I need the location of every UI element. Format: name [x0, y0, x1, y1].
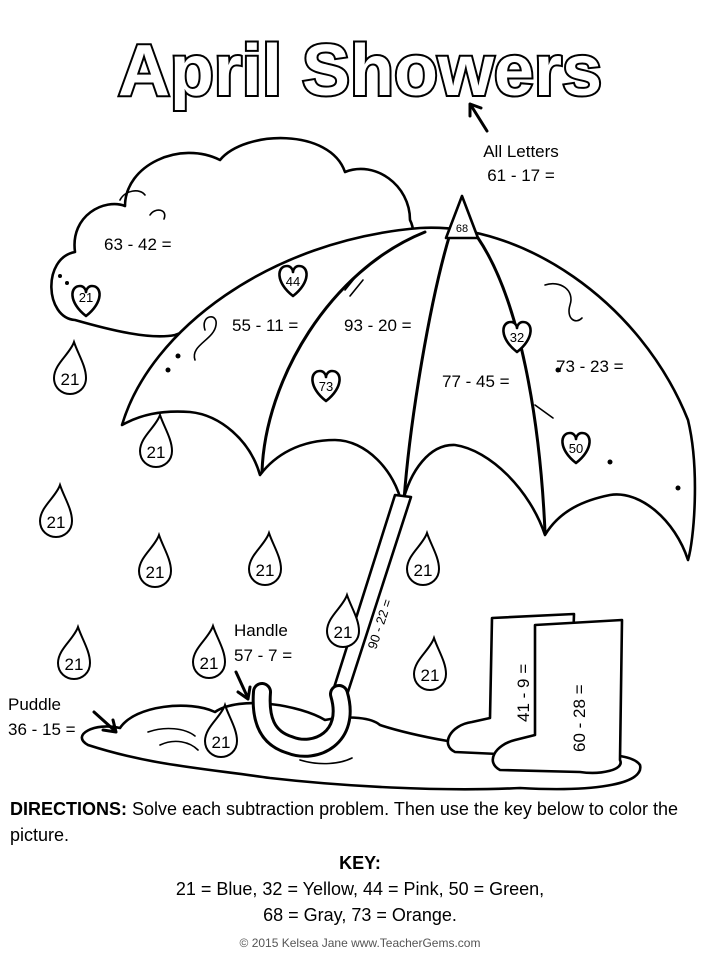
panel-right-problem: 77 - 45 =	[442, 372, 510, 391]
raindrop: 21	[412, 634, 448, 692]
heart-44-number: 44	[286, 274, 300, 289]
canopy-dot	[675, 485, 681, 491]
raindrop: 21	[191, 622, 227, 680]
cloud-swirl	[119, 190, 166, 220]
raindrop-number: 21	[65, 655, 84, 674]
page-title: April Showers	[118, 31, 602, 111]
raindrop-number: 21	[256, 561, 275, 580]
raindrop-number: 21	[200, 654, 219, 673]
canopy-rib	[260, 230, 427, 474]
letters-problem: 61 - 17 =	[487, 166, 555, 185]
canopy-rib	[476, 236, 547, 534]
raindrop: 21	[56, 623, 92, 681]
puddle-problem: 36 - 15 =	[8, 720, 76, 739]
raindrop: 21	[138, 411, 174, 469]
canopy-dot	[607, 459, 613, 465]
raindrop: 21	[52, 338, 88, 396]
canopy-stitch	[534, 404, 554, 419]
canopy-swirl	[193, 316, 217, 361]
key-line-1: 21 = Blue, 32 = Yellow, 44 = Pink, 50 = …	[175, 879, 545, 899]
copyright-footer: © 2015 Kelsea Jane www.TeacherGems.com	[239, 936, 481, 950]
heart-32-number: 32	[510, 330, 524, 345]
raindrop: 21	[247, 529, 283, 587]
canopy-swirl	[544, 283, 583, 322]
tip-number: 68	[456, 223, 468, 235]
cloud-problem: 63 - 42 =	[104, 235, 172, 254]
handle-problem: 57 - 7 =	[234, 646, 292, 665]
heart-50-number: 50	[569, 441, 583, 456]
letters-arrow-head	[468, 102, 483, 118]
directions-text: Solve each subtraction problem. Then use…	[10, 799, 678, 845]
umbrella-handle	[254, 685, 349, 755]
directions-heading: DIRECTIONS:	[10, 799, 127, 819]
panel-far-problem: 73 - 23 =	[556, 357, 624, 376]
boot-front-problem: 60 - 28 =	[570, 684, 589, 752]
panel-left-problem: 55 - 11 =	[232, 316, 298, 335]
cloud-heart	[71, 284, 101, 318]
raindrop: 21	[137, 531, 173, 589]
raindrop: 21	[38, 481, 74, 539]
raindrop-number: 21	[146, 563, 165, 582]
canopy-rib	[402, 232, 452, 502]
raindrop: 21	[203, 701, 239, 759]
raindrop-number: 21	[147, 443, 166, 462]
heart-73-number: 73	[319, 379, 333, 394]
cloud-dot	[58, 274, 62, 278]
handle-arrow-head	[236, 685, 252, 701]
boot-front	[491, 618, 624, 775]
canopy-dot	[165, 367, 171, 373]
cloud-dot	[65, 281, 69, 285]
raindrop-number: 21	[421, 666, 440, 685]
raindrop: 21	[325, 591, 361, 649]
canopy-dot	[175, 353, 181, 359]
raindrop-number: 21	[212, 733, 231, 752]
color-key: KEY: 21 = Blue, 32 = Yellow, 44 = Pink, …	[0, 850, 720, 928]
raindrop-number: 21	[47, 513, 66, 532]
handle-arrow	[234, 670, 249, 698]
panel-mid-problem: 93 - 20 =	[344, 316, 412, 335]
key-line-2: 68 = Gray, 73 = Orange.	[263, 905, 457, 925]
illustration: April Showers All Letters 61 - 17 = 63 -…	[8, 29, 697, 791]
directions: DIRECTIONS: Solve each subtraction probl…	[10, 796, 710, 848]
all-letters-label: All Letters	[483, 142, 559, 161]
heart-73: 73	[311, 369, 341, 403]
puddle-ripple	[147, 727, 353, 765]
key-title: KEY:	[339, 853, 381, 873]
handle-label: Handle	[234, 621, 288, 640]
raindrop-number: 21	[334, 623, 353, 642]
heart-50: 50	[561, 431, 591, 465]
canopy-stitch	[344, 273, 364, 297]
raindrop-number: 21	[414, 561, 433, 580]
raindrop: 21	[405, 529, 441, 587]
heart-32: 32	[502, 320, 532, 354]
puddle-label: Puddle	[8, 695, 61, 714]
umbrella-shaft	[330, 493, 413, 700]
letters-arrow	[470, 105, 489, 133]
canopy-dot	[555, 367, 561, 373]
cloud-heart-number: 21	[79, 290, 93, 305]
puddle-arrow	[92, 710, 116, 732]
heart-44: 44	[278, 264, 308, 298]
umbrella-tip	[444, 194, 480, 240]
boot-back-problem: 41 - 9 =	[514, 664, 533, 722]
puddle-arrow-head	[101, 718, 118, 734]
raindrops: 21 21 21 21 21 21 21 21 21 21 21	[38, 338, 448, 759]
raindrop-number: 21	[61, 370, 80, 389]
